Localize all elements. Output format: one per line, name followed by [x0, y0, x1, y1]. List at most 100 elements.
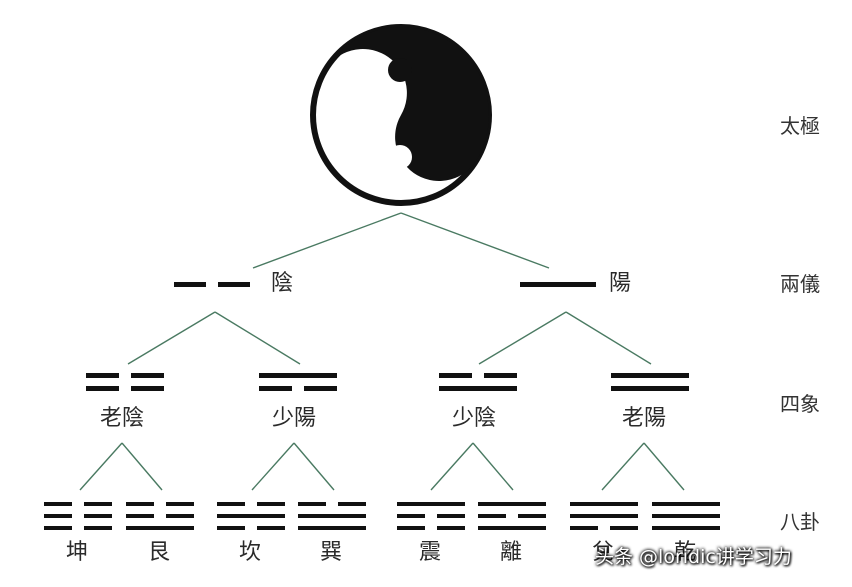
yin-line-left: [126, 502, 154, 506]
tree-connector-line: [601, 442, 645, 491]
yin-line-right: [166, 502, 194, 506]
yin-yang-dark-half: [324, 27, 489, 181]
tree-connector-line: [565, 311, 652, 365]
bagua-label-kan: 坎: [239, 540, 262, 565]
liangyi-label-yin: 陰: [271, 271, 294, 296]
yin-line-right: [218, 282, 250, 287]
sixiang-label-old-yang: 老陽: [622, 406, 667, 431]
level-label-bagua: 八卦: [780, 510, 820, 534]
bagua-label-dui: 兌: [592, 540, 615, 565]
level-label-taiji: 太極: [780, 114, 820, 138]
tree-connector-line: [643, 442, 685, 491]
yang-line: [298, 526, 366, 530]
yin-line-right: [338, 502, 366, 506]
sixiang-symbol: [439, 373, 517, 391]
trigram-symbol: [126, 502, 194, 530]
yang-line: [652, 502, 720, 506]
yin-line-left: [126, 514, 154, 518]
tree-connector-line: [430, 442, 474, 491]
sixiang-label-young-yin: 少陰: [452, 406, 497, 431]
sixiang-symbol: [86, 373, 164, 391]
level-label-sixiang: 四象: [780, 392, 820, 416]
liangyi-label-yang: 陽: [609, 271, 632, 296]
yang-line: [397, 502, 465, 506]
tree-connector-line: [214, 311, 301, 365]
sixiang-label-young-yang: 少陽: [272, 406, 317, 431]
yang-line: [478, 502, 546, 506]
watermark: 头条 @loridic讲学习力: [595, 546, 792, 568]
trigram-symbol: [570, 502, 638, 530]
tree-connector-line: [121, 442, 163, 491]
tree-connector-line: [79, 442, 123, 491]
yang-line: [217, 514, 285, 518]
yin-yang-light-dot: [388, 145, 412, 169]
sixiang-symbol: [611, 373, 689, 391]
yang-line: [439, 386, 517, 391]
tree-connector-line: [472, 442, 514, 491]
yin-line-left: [478, 514, 506, 518]
tree-connector-line: [127, 311, 216, 365]
yang-line: [611, 373, 689, 378]
yin-line-right: [437, 526, 465, 530]
trigram-symbol: [44, 502, 112, 530]
yang-line: [126, 526, 194, 530]
sixiang-marks: [86, 373, 689, 391]
yin-line-left: [397, 514, 425, 518]
yin-line-right: [304, 386, 337, 391]
level-label-liangyi: 兩儀: [780, 272, 820, 296]
trigram-symbol: [652, 502, 720, 530]
yin-line-left: [259, 386, 292, 391]
bagua-label-qian: 乾: [674, 540, 697, 565]
trigram-symbol: [478, 502, 546, 530]
yin-line-right: [84, 526, 112, 530]
yin-line-right: [257, 526, 285, 530]
tree-connector-line: [400, 212, 550, 269]
bagua-label-gen: 艮: [148, 540, 171, 565]
trigram-symbol: [397, 502, 465, 530]
yang-line: [478, 526, 546, 530]
yin-line-right: [257, 502, 285, 506]
tree-connector-line: [478, 311, 567, 365]
tree-connectors: [79, 212, 685, 491]
sixiang-label-old-yin: 老陰: [100, 406, 145, 431]
yang-line: [652, 526, 720, 530]
yin-line-left: [298, 502, 326, 506]
yin-line-right: [518, 514, 546, 518]
sixiang-symbol: [259, 373, 337, 391]
yin-yang-dark-dot: [388, 58, 412, 82]
trigram-symbol: [217, 502, 285, 530]
yin-line-left: [86, 373, 119, 378]
bagua-label-xun: 巽: [320, 540, 343, 565]
liangyi-symbol: [174, 282, 250, 287]
yang-line: [259, 373, 337, 378]
yin-line-right: [131, 386, 164, 391]
yin-line-left: [44, 526, 72, 530]
yang-line: [652, 514, 720, 518]
taiji-symbol: [310, 24, 492, 206]
yin-line-right: [84, 502, 112, 506]
yang-line: [520, 282, 596, 287]
yin-line-left: [217, 502, 245, 506]
liangyi-symbol: [520, 282, 596, 287]
yin-line-right: [84, 514, 112, 518]
tree-connector-line: [251, 442, 295, 491]
bagua-marks: [44, 502, 720, 530]
yin-line-left: [217, 526, 245, 530]
yin-line-left: [44, 514, 72, 518]
yin-line-left: [44, 502, 72, 506]
yin-line-left: [86, 386, 119, 391]
yang-line: [298, 514, 366, 518]
bagua-label-zhen: 震: [419, 540, 442, 565]
yin-line-right: [484, 373, 517, 378]
trigram-symbol: [298, 502, 366, 530]
tree-connector-line: [293, 442, 335, 491]
liangyi-marks: [174, 282, 596, 287]
tree-connector-line: [252, 212, 402, 269]
yin-line-right: [437, 514, 465, 518]
yin-line-right: [131, 373, 164, 378]
yin-line-left: [174, 282, 206, 287]
yin-line-right: [610, 526, 638, 530]
yang-line: [570, 502, 638, 506]
yang-line: [611, 386, 689, 391]
